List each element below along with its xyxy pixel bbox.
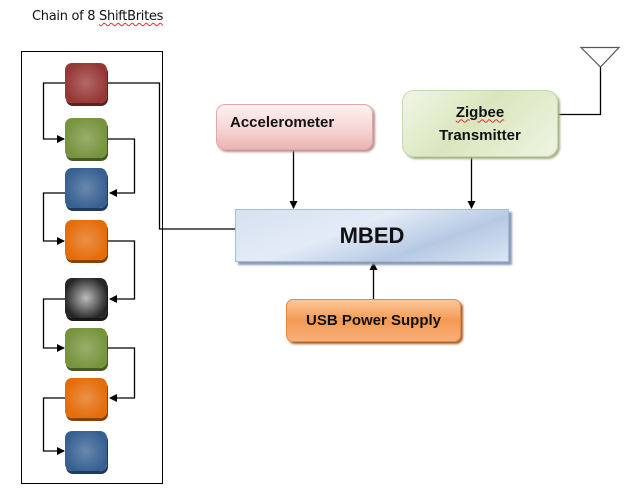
wire-led6-led7 <box>108 347 136 402</box>
shiftbrite-blue-8 <box>65 431 107 471</box>
shiftbrite-orange-4 <box>65 220 107 260</box>
antenna-icon <box>579 46 621 68</box>
wire-antenna <box>558 67 602 116</box>
chain-container <box>21 51 163 484</box>
zigbee-block: Zigbee Transmitter <box>402 90 558 157</box>
zigbee-label-line2: Transmitter <box>439 126 521 144</box>
title-prefix: Chain of 8 <box>32 9 100 24</box>
shiftbrite-red-1 <box>65 63 107 103</box>
title-word: ShiftBrites <box>99 9 164 24</box>
accelerometer-label: Accelerometer <box>230 113 335 131</box>
shiftbrite-black-5 <box>65 278 107 318</box>
accelerometer-block: Accelerometer <box>216 104 373 150</box>
shiftbrite-orange-7 <box>65 378 107 418</box>
mbed-label: MBED <box>339 222 405 248</box>
wire-mbed-to-led1 <box>87 79 235 230</box>
mbed-block: MBED <box>235 209 509 262</box>
shiftbrite-green-2 <box>65 118 107 158</box>
shiftbrite-green-6 <box>65 328 107 368</box>
zigbee-label-line1: Zigbee <box>455 103 505 121</box>
usb-label: USB Power Supply <box>305 312 442 329</box>
shiftbrite-blue-3 <box>65 168 107 208</box>
wire-led3-led4 <box>42 192 65 245</box>
usb-power-block: USB Power Supply <box>286 299 461 342</box>
wire-led4-led5 <box>108 240 136 303</box>
wire-led7-led8 <box>42 397 65 455</box>
wire-led2-led3 <box>108 138 136 197</box>
wire-led5-led6 <box>42 298 65 352</box>
wire-led1-led2 <box>42 82 65 143</box>
diagram-title: Chain of 8 ShiftBrites <box>32 9 163 24</box>
